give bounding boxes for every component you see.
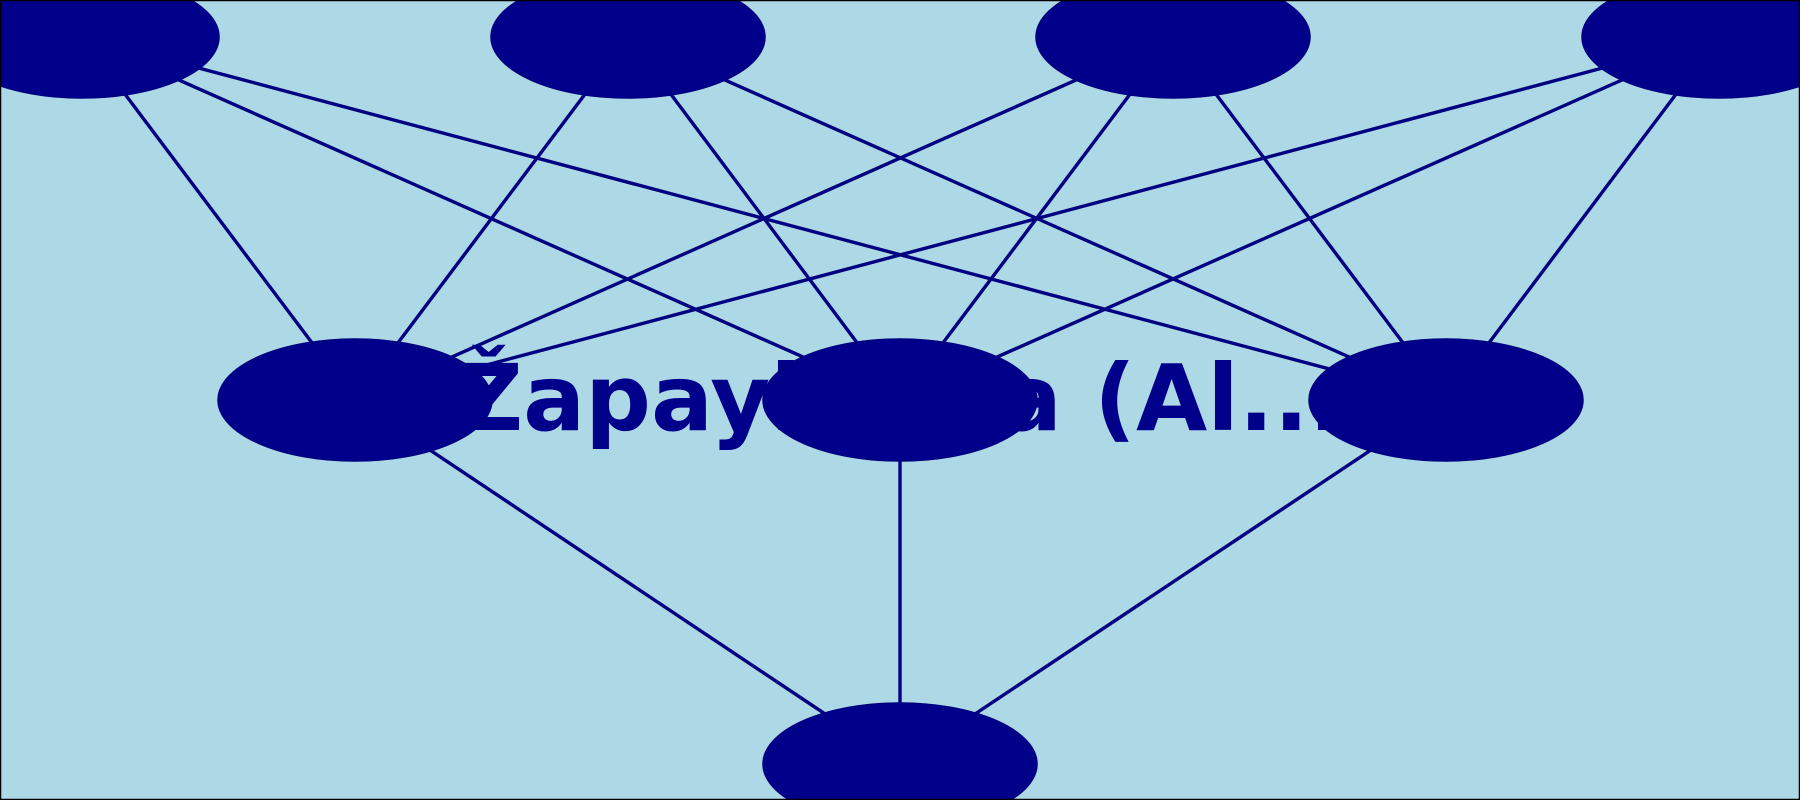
edge-top-1-to-mid-1 (80, 35, 357, 402)
node-mid-3 (1308, 338, 1584, 462)
edge-mid-3-to-bottom-1 (899, 398, 1447, 766)
edge-top-3-to-mid-1 (354, 35, 1174, 402)
node-bottom-1 (762, 702, 1038, 800)
node-top-3 (1035, 0, 1311, 99)
edge-top-4-to-mid-2 (899, 35, 1720, 402)
node-mid-2 (762, 338, 1038, 462)
edge-mid-1-to-bottom-1 (354, 398, 901, 766)
edges-layer (80, 35, 1721, 766)
node-top-4 (1581, 0, 1800, 99)
edge-top-4-to-mid-3 (1444, 35, 1721, 402)
node-top-2 (490, 0, 766, 99)
node-mid-1 (217, 338, 493, 462)
edge-top-2-to-mid-1 (353, 35, 630, 402)
node-top-1 (0, 0, 220, 99)
edge-top-4-to-mid-1 (354, 35, 1720, 402)
